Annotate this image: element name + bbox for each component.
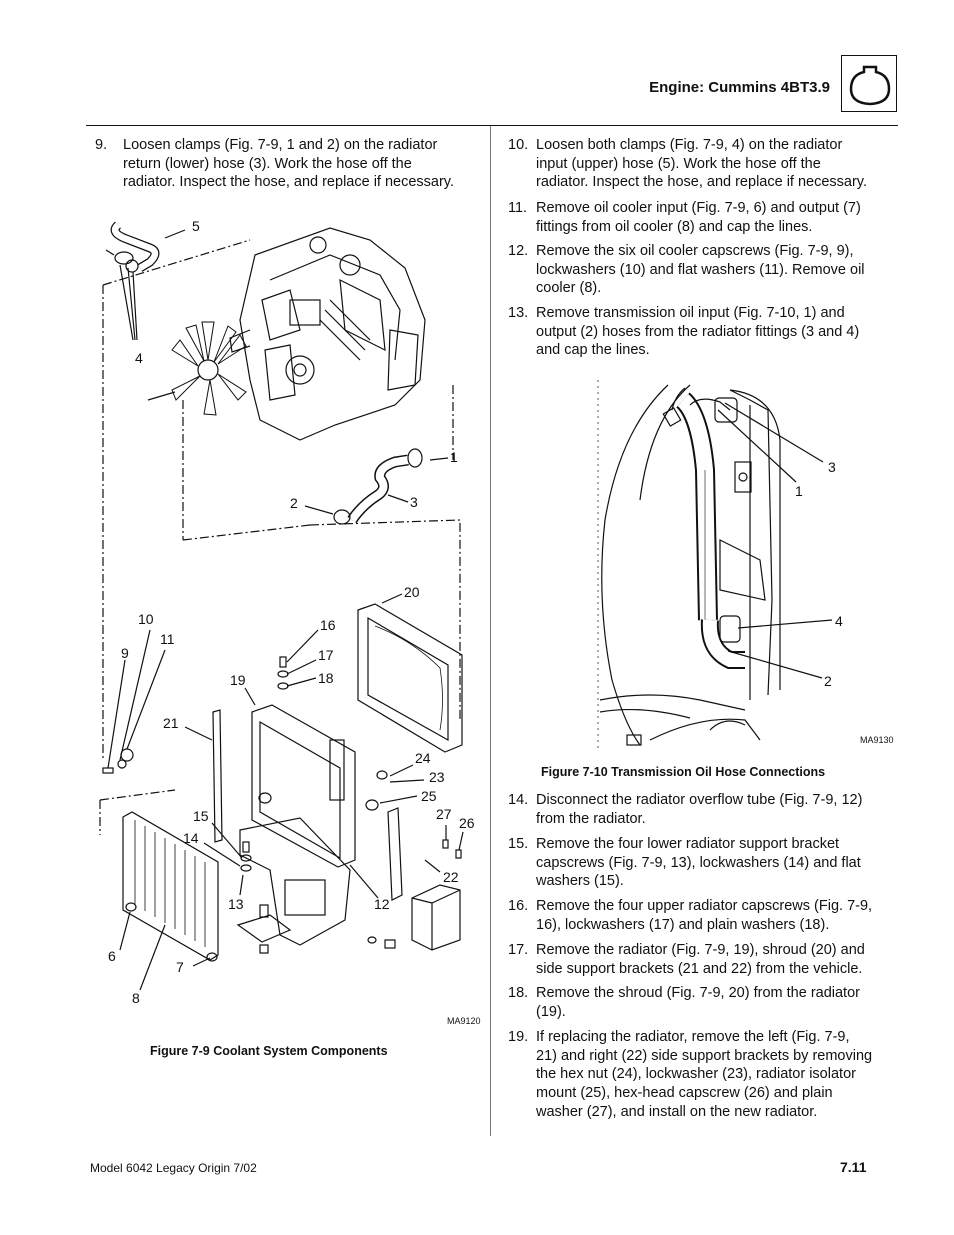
step-line: capscrews (Fig. 7-9, 13), lockwashers (1…: [536, 854, 861, 871]
step-line: Disconnect the radiator overflow tube (F…: [536, 792, 863, 808]
step-number: 9.: [95, 137, 108, 153]
callout-label: 15: [193, 808, 209, 824]
callout-label: 7: [176, 959, 184, 975]
step-15: 15. Remove the four lower radiator suppo…: [508, 835, 903, 895]
step-line: If replacing the radiator, remove the le…: [536, 1029, 850, 1045]
callout-label: 12: [374, 896, 390, 912]
step-line: 21) and right (22) side support brackets…: [536, 1047, 873, 1064]
step-line: lockwashers (10) and flat washers (11). …: [536, 261, 865, 278]
callout-label: 16: [320, 617, 336, 633]
callout-label: 24: [415, 750, 431, 766]
step-number: 19.: [508, 1029, 529, 1045]
step-line: input (upper) hose (5). Work the hose of…: [536, 155, 821, 172]
callout-label: 11: [160, 631, 175, 647]
step-line: cooler (8).: [536, 280, 602, 297]
callout-label: 3: [828, 459, 836, 475]
callout-label: 19: [230, 672, 246, 688]
step-line: Remove the four lower radiator support b…: [536, 836, 840, 852]
step-line: Remove the six oil cooler capscrews (Fig…: [536, 243, 854, 259]
callout-label: 27: [436, 806, 452, 822]
step-12: 12. Remove the six oil cooler capscrews …: [508, 242, 903, 302]
step-line: mount (25), hex-head capscrew (26) and p…: [536, 1085, 833, 1102]
step-line: 16), lockwashers (17) and plain washers …: [536, 916, 830, 933]
callout-label: 1: [450, 449, 458, 465]
step-line: from the radiator.: [536, 810, 646, 827]
step-line: the hex nut (24), lockwasher (23), radia…: [536, 1066, 856, 1083]
step-line: Remove transmission oil input (Fig. 7-10…: [536, 305, 845, 321]
step-10: 10. Loosen both clamps (Fig. 7-9, 4) on …: [508, 136, 903, 196]
step-number: 15.: [508, 836, 529, 852]
callout-label: 1: [795, 483, 803, 499]
column-divider: [490, 126, 491, 1136]
step-line: fittings from oil cooler (8) and cap the…: [536, 218, 813, 235]
callout-label: 5: [192, 218, 200, 234]
step-number: 12.: [508, 243, 529, 259]
step-line: return (lower) hose (3). Work the hose o…: [123, 155, 412, 172]
page-header-title: Engine: Cummins 4BT3.9: [649, 79, 830, 96]
step-line: washer (27), and install on the new radi…: [536, 1103, 818, 1120]
figure-caption: Figure 7-10 Transmission Oil Hose Connec…: [541, 765, 826, 779]
callout-label: 13: [228, 896, 244, 912]
step-line: (19).: [536, 1003, 566, 1020]
callout-label: 4: [835, 613, 843, 629]
page-number: 7.11: [840, 1159, 867, 1175]
callout-label: 26: [459, 815, 475, 831]
callout-label: 20: [404, 584, 420, 600]
step-14: 14. Disconnect the radiator overflow tub…: [508, 791, 903, 831]
step-line: Remove the shroud (Fig. 7-9, 20) from th…: [536, 985, 860, 1001]
figure-code: MA9120: [447, 1016, 481, 1026]
callout-label: 14: [183, 830, 199, 846]
step-line: output (2) hoses from the radiator fitti…: [536, 323, 860, 340]
step-line: Remove the four upper radiator capscrews…: [536, 898, 873, 914]
step-9: 9. Loosen clamps (Fig. 7-9, 1 and 2) on …: [95, 136, 485, 196]
callout-label: 4: [135, 350, 143, 366]
step-16: 16. Remove the four upper radiator capsc…: [508, 897, 903, 937]
engine-oil-drop-icon: [841, 55, 897, 112]
step-17: 17. Remove the radiator (Fig. 7-9, 19), …: [508, 941, 903, 981]
callout-label: 25: [421, 788, 437, 804]
step-line: radiator. Inspect the hose, and replace …: [536, 174, 868, 191]
footer-model-info: Model 6042 Legacy Origin 7/02: [90, 1161, 257, 1175]
callout-label: 2: [290, 495, 298, 511]
callout-label: 23: [429, 769, 445, 785]
callout-label: 22: [443, 869, 459, 885]
callout-label: 18: [318, 670, 334, 686]
figure-caption: Figure 7-9 Coolant System Components: [150, 1044, 388, 1058]
step-number: 18.: [508, 985, 529, 1001]
step-13: 13. Remove transmission oil input (Fig. …: [508, 304, 903, 364]
step-18: 18. Remove the shroud (Fig. 7-9, 20) fro…: [508, 984, 903, 1024]
step-11: 11. Remove oil cooler input (Fig. 7-9, 6…: [508, 199, 903, 239]
step-line: washers (15).: [536, 873, 624, 890]
step-line: Loosen clamps (Fig. 7-9, 1 and 2) on the…: [123, 137, 438, 153]
step-line: Remove oil cooler input (Fig. 7-9, 6) an…: [536, 200, 861, 216]
callout-label: 2: [824, 673, 832, 689]
header-rule: [86, 125, 898, 126]
step-number: 14.: [508, 792, 529, 808]
callout-label: 6: [108, 948, 116, 964]
step-line: Remove the radiator (Fig. 7-9, 19), shro…: [536, 942, 865, 958]
step-number: 17.: [508, 942, 529, 958]
callout-label: 3: [410, 494, 418, 510]
step-line: radiator. Inspect the hose, and replace …: [123, 174, 455, 191]
step-line: and cap the lines.: [536, 342, 650, 359]
callout-label: 8: [132, 990, 140, 1006]
callout-label: 10: [138, 611, 154, 627]
step-number: 10.: [508, 137, 529, 153]
callout-label: 17: [318, 647, 334, 663]
step-line: side support brackets (21 and 22) from t…: [536, 960, 863, 977]
step-19: 19. If replacing the radiator, remove th…: [508, 1028, 903, 1124]
step-number: 11.: [508, 200, 528, 216]
step-number: 16.: [508, 898, 529, 914]
step-number: 13.: [508, 305, 529, 321]
callout-label: 21: [163, 715, 179, 731]
figure-code: MA9130: [860, 735, 894, 745]
callout-label: 9: [121, 645, 129, 661]
step-line: Loosen both clamps (Fig. 7-9, 4) on the …: [536, 137, 843, 153]
